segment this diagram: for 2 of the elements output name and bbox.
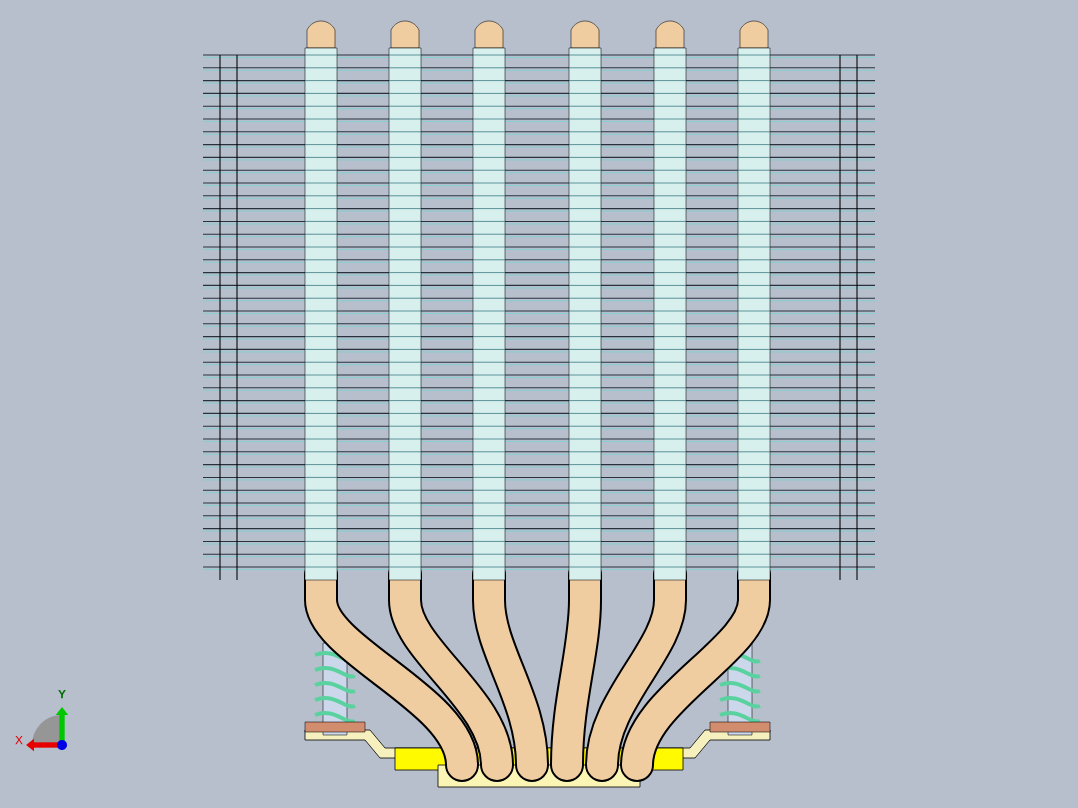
axis-label: Y bbox=[58, 689, 66, 699]
axis-label: X bbox=[15, 735, 23, 745]
